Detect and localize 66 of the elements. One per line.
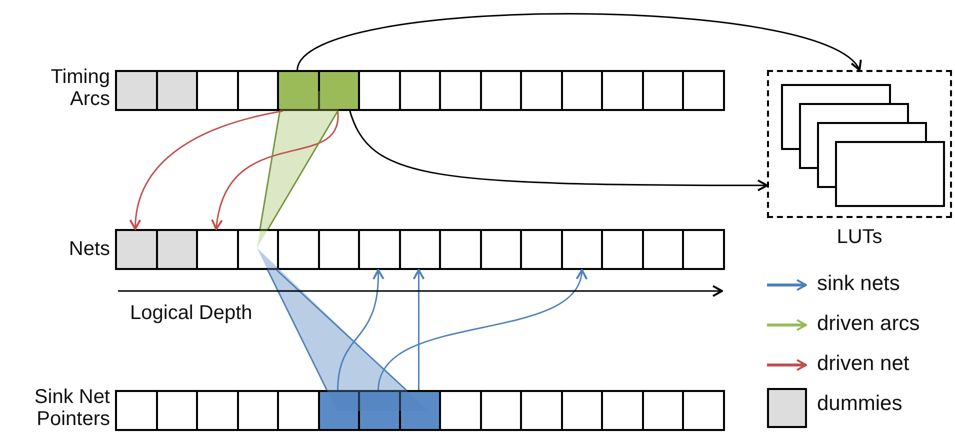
array-cell [480, 390, 522, 431]
array-cell [277, 70, 320, 111]
array-cell [398, 390, 442, 431]
array-cell [196, 390, 239, 431]
legend-label: sink nets [817, 273, 900, 295]
array-cell [115, 70, 158, 111]
array-cell [601, 70, 644, 111]
array-cell [560, 390, 604, 431]
array-cell [358, 229, 401, 270]
array-cell [560, 70, 604, 111]
array-cell [439, 70, 482, 111]
array-cell [560, 229, 604, 270]
array-cell [520, 70, 563, 111]
axis-label: Logical Depth [130, 302, 252, 324]
array-cell [318, 70, 360, 111]
group-label: LUTs [836, 226, 884, 248]
arrow [337, 269, 384, 390]
array-cell [439, 229, 482, 270]
array-cell [601, 229, 644, 270]
array-cell [358, 70, 401, 111]
table-sheet [835, 141, 945, 207]
array-cell [398, 229, 442, 270]
array-cell [642, 390, 684, 431]
array-cell [480, 70, 522, 111]
legend-label: driven arcs [817, 313, 920, 335]
array-cell [682, 229, 725, 270]
array-cell [520, 390, 563, 431]
array-cell [277, 229, 320, 270]
array-cell [682, 70, 725, 111]
legend-label: dummies [817, 393, 902, 415]
connector-line [276, 269, 407, 391]
row-label: Timing Arcs [50, 66, 110, 110]
array-cell [358, 390, 401, 431]
array-cell [642, 229, 684, 270]
array-cell [398, 70, 442, 111]
array-cell [318, 390, 360, 431]
array-cell [601, 390, 644, 431]
array-cell [115, 229, 158, 270]
array-cell [236, 70, 280, 111]
arrow [212, 110, 338, 230]
array-cell [236, 390, 280, 431]
connector-line [259, 110, 281, 230]
array-cell [277, 390, 320, 431]
array-cell [520, 229, 563, 270]
array-cell [480, 229, 522, 270]
array-cell [156, 229, 198, 270]
array-cell [115, 390, 158, 431]
row-label: Sink Net Pointers [33, 386, 110, 430]
array-cell [236, 229, 280, 270]
array-cell [196, 229, 239, 270]
array-cell [156, 70, 198, 111]
array-cell [642, 70, 684, 111]
arrow [130, 110, 284, 230]
array-cell [439, 390, 482, 431]
row-label: Nets [68, 238, 110, 260]
array-cell [318, 229, 360, 270]
connector-line [267, 110, 338, 230]
arrow [296, 13, 860, 71]
array-cell [682, 390, 725, 431]
array-cell [156, 390, 198, 431]
array-cell [196, 70, 239, 111]
arrow [349, 110, 768, 192]
arrow [412, 269, 425, 390]
legend-label: driven net [817, 353, 910, 375]
connector-line [267, 270, 328, 390]
arrow [378, 269, 586, 390]
